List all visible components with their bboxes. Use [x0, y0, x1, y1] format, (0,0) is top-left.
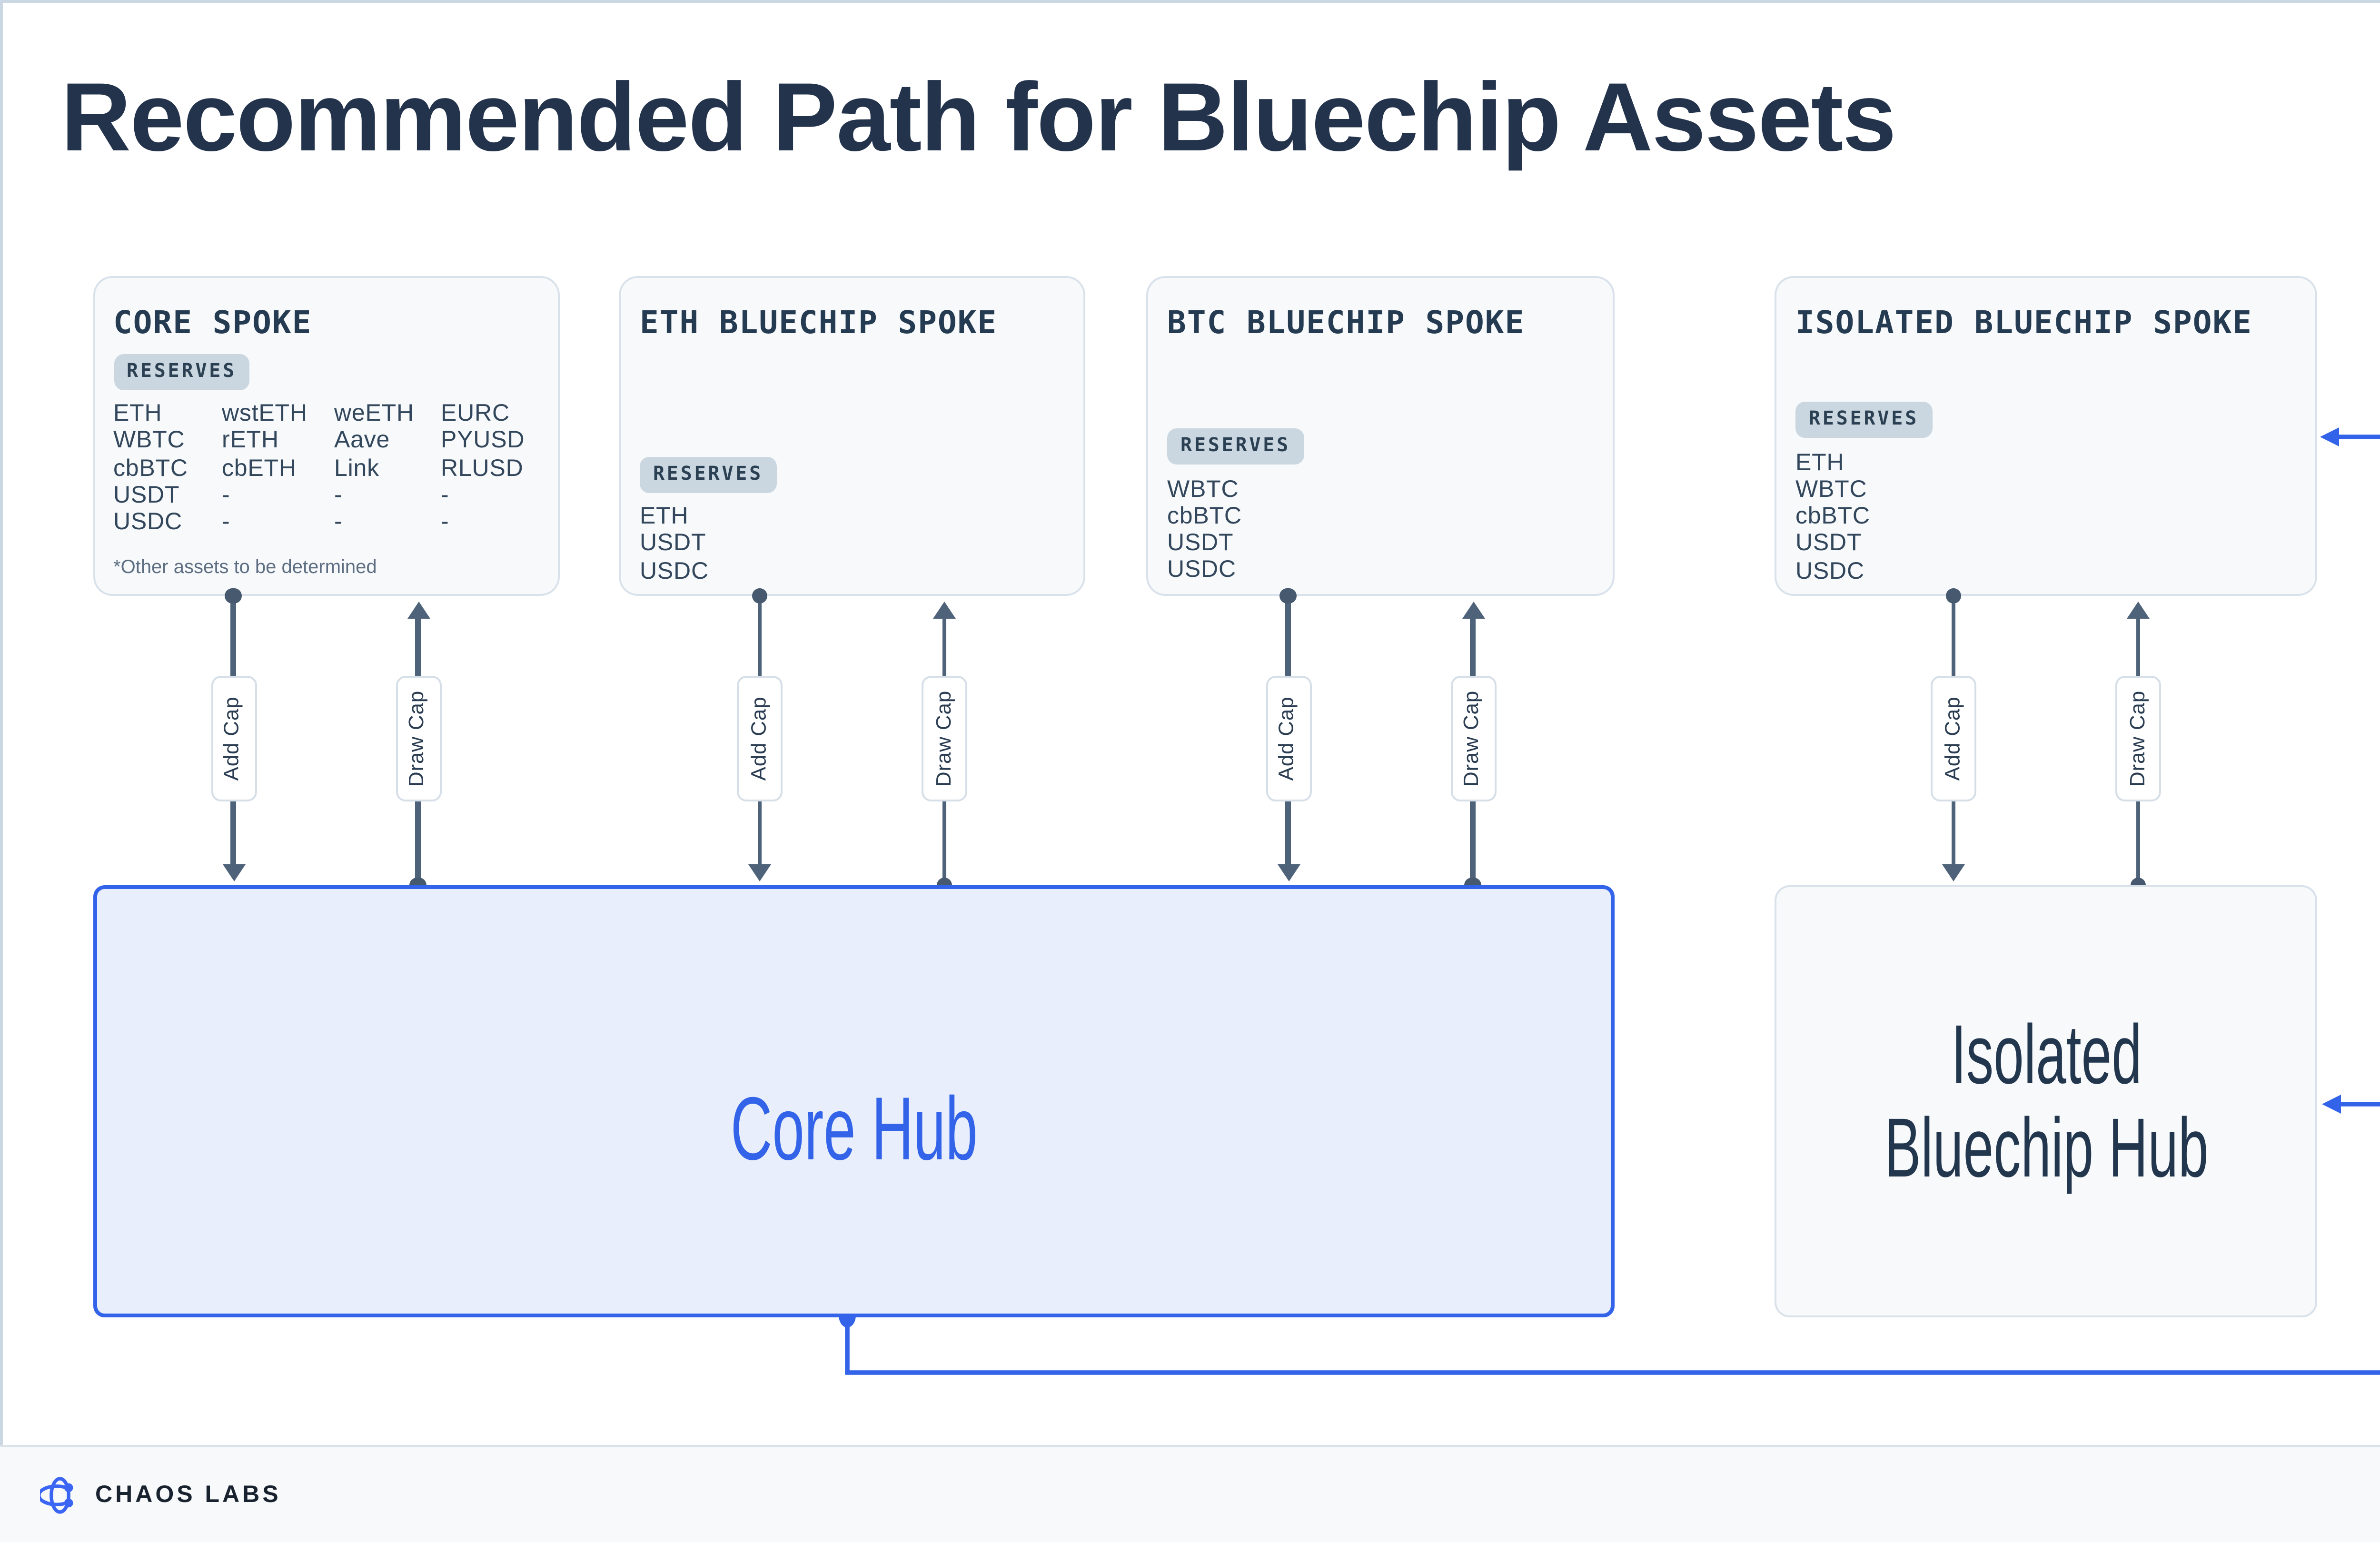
- draw-cap-arrowhead-icon: [407, 601, 429, 618]
- token: Link: [334, 454, 379, 481]
- token: USDT: [1795, 530, 1862, 557]
- eth-token-list: ETH USDT USDC: [640, 503, 709, 584]
- core-token-column-3: weETH Aave Link - -: [334, 400, 414, 536]
- core-token-column-2: wstETH rETH cbETH - -: [222, 400, 307, 536]
- core-token-column-1: ETH WBTC cbBTC USDT USDC: [113, 400, 188, 536]
- core-token-column-4: EURC PYUSD RLUSD - -: [441, 400, 525, 536]
- token: cbBTC: [113, 454, 188, 481]
- add-cap-label: Add Cap: [737, 676, 783, 801]
- token: -: [334, 481, 343, 508]
- token: -: [222, 481, 230, 508]
- add-cap-origin-dot: [1279, 587, 1297, 604]
- draw-cap-label: Draw Cap: [395, 676, 441, 801]
- token: WBTC: [1795, 475, 1867, 503]
- token: USDT: [640, 530, 706, 557]
- add-cap-arrowhead-icon: [1942, 864, 1965, 881]
- btc-bluechip-spoke-card: BTC BLUECHIP SPOKE RESERVES WBTC cbBTC U…: [1146, 276, 1615, 596]
- draw-cap-label: Draw Cap: [922, 676, 967, 801]
- isolated-hub-label: Isolated Bluechip Hub: [1884, 1008, 2208, 1195]
- footer-bar: CHAOS LABS: [0, 1445, 2380, 1542]
- token: RLUSD: [441, 454, 524, 481]
- btc-reserves-badge: RESERVES: [1167, 428, 1304, 465]
- add-cap-arrowhead-icon: [222, 864, 245, 881]
- token: rETH: [222, 427, 279, 454]
- token: USDC: [113, 508, 182, 535]
- token: USDT: [1167, 529, 1234, 556]
- btc-token-list: WBTC cbBTC USDT USDC: [1167, 475, 1242, 584]
- token: -: [441, 508, 449, 535]
- credit-line-arrowhead-icon: [2320, 427, 2339, 446]
- add-cap-arrowhead-icon: [1277, 864, 1299, 881]
- draw-cap-arrowhead-icon: [1461, 601, 1484, 618]
- token: USDC: [640, 557, 709, 584]
- token: EURC: [441, 400, 510, 426]
- eth-spoke-title: ETH BLUECHIP SPOKE: [640, 305, 998, 341]
- core-spoke-title: CORE SPOKE: [113, 305, 312, 341]
- reinvestment-arrowhead-icon: [2322, 1095, 2341, 1114]
- token: -: [222, 508, 230, 535]
- isolated-token-list: ETH WBTC cbBTC USDT USDC: [1795, 448, 1870, 584]
- token: USDC: [1795, 557, 1864, 584]
- token: cbETH: [222, 454, 297, 481]
- isolated-bluechip-hub-card: Isolated Bluechip Hub: [1775, 885, 2317, 1317]
- token: weETH: [334, 400, 414, 426]
- core-hub-label: Core Hub: [730, 1077, 977, 1178]
- token: USDC: [1167, 556, 1236, 583]
- token: WBTC: [113, 427, 185, 454]
- add-cap-arrowhead-icon: [748, 864, 771, 881]
- core-hub-card: Core Hub: [92, 885, 1615, 1317]
- add-cap-label: Add Cap: [210, 676, 256, 801]
- token: cbBTC: [1167, 502, 1242, 529]
- btc-spoke-title: BTC BLUECHIP SPOKE: [1167, 305, 1525, 341]
- token: cbBTC: [1795, 503, 1870, 530]
- add-cap-origin-dot: [225, 587, 242, 604]
- token: WBTC: [1167, 475, 1239, 502]
- token: ETH: [640, 503, 689, 529]
- draw-cap-label: Draw Cap: [1450, 676, 1496, 801]
- token: ETH: [1795, 448, 1844, 475]
- token: -: [334, 508, 343, 535]
- core-reserves-badge: RESERVES: [113, 354, 250, 390]
- add-cap-label: Add Cap: [1931, 676, 1976, 801]
- draw-cap-arrowhead-icon: [933, 601, 956, 618]
- draw-cap-arrowhead-icon: [2127, 601, 2150, 618]
- brand-name: CHAOS LABS: [95, 1481, 281, 1508]
- token: wstETH: [222, 400, 307, 426]
- token: PYUSD: [441, 427, 525, 454]
- token: -: [441, 481, 449, 508]
- token: USDT: [113, 481, 180, 508]
- draw-cap-label: Draw Cap: [2115, 676, 2161, 801]
- isolated-reserves-badge: RESERVES: [1795, 402, 1933, 438]
- core-spoke-footnote: *Other assets to be determined: [113, 558, 377, 579]
- eth-bluechip-spoke-card: ETH BLUECHIP SPOKE RESERVES ETH USDT USD…: [619, 276, 1085, 596]
- core-spoke-card: CORE SPOKE RESERVES ETH WBTC cbBTC USDT …: [92, 276, 560, 596]
- eth-reserves-badge: RESERVES: [640, 457, 777, 493]
- add-cap-label: Add Cap: [1265, 676, 1311, 801]
- chaos-labs-logo-icon: [40, 1476, 73, 1513]
- token: Aave: [334, 427, 390, 454]
- isolated-bluechip-spoke-card: ISOLATED BLUECHIP SPOKE RESERVES ETH WBT…: [1775, 276, 2317, 596]
- isolated-spoke-title: ISOLATED BLUECHIP SPOKE: [1795, 305, 2252, 341]
- page-title: Recommended Path for Bluechip Assets: [61, 63, 1896, 171]
- token: ETH: [113, 400, 162, 426]
